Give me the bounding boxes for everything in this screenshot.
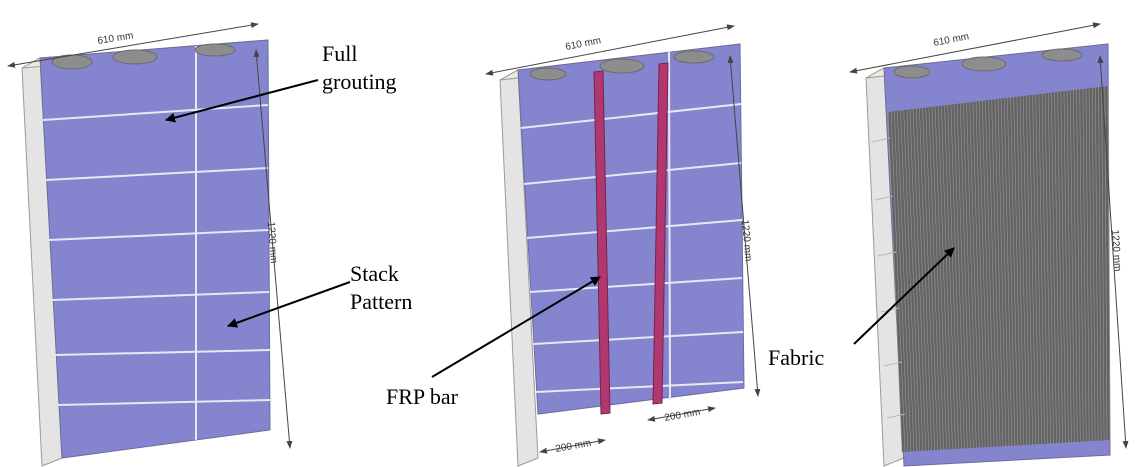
fabric-fiber xyxy=(985,100,995,447)
panel-fabric: 610 mm 1220 mm Fabric xyxy=(768,22,1129,467)
fabric-fiber xyxy=(944,105,956,449)
panel-full-grouting: 610 mm 1220 mm Full grouting Stack Patte… xyxy=(7,22,412,467)
fabric-fiber xyxy=(1019,96,1028,445)
fabric-fiber xyxy=(887,111,903,453)
fabric-fiber xyxy=(963,103,974,448)
fabric-fiber xyxy=(991,99,1001,447)
fabric-fiber xyxy=(988,100,998,447)
fabric-fiber xyxy=(1051,92,1057,444)
fabric-fiber xyxy=(1063,91,1069,443)
fabric-fiber xyxy=(1079,89,1084,442)
fabric-fiber xyxy=(1048,93,1054,444)
fabric-fiber xyxy=(978,101,989,448)
fabric-fiber xyxy=(922,107,935,451)
fabric-fiber xyxy=(1066,90,1072,443)
fabric-fiber xyxy=(1038,94,1045,444)
stack-pattern-arrow xyxy=(227,281,351,328)
panel-frp-bar: 610 mm 1220 mm 200 mm 200 mm FRP bar xyxy=(386,24,761,467)
fabric-fiber xyxy=(931,106,944,450)
fabric-fiber xyxy=(969,102,980,448)
fabric-fiber xyxy=(1035,94,1042,444)
fabric-fiber xyxy=(1029,95,1036,445)
panel2-mortar-joints xyxy=(520,103,744,393)
fabric-fiber xyxy=(941,105,953,450)
fabric-fiber xyxy=(1041,93,1048,444)
fabric-fiber xyxy=(1044,93,1051,444)
stack-pattern-label: Stack Pattern xyxy=(350,261,412,314)
fabric-fiber xyxy=(950,104,962,449)
fabric-fiber xyxy=(966,102,977,448)
fabric-fiber xyxy=(997,98,1007,447)
fabric-fiber xyxy=(1000,98,1010,446)
fabric-fiber xyxy=(1054,92,1060,443)
fabric-fiber xyxy=(938,106,950,450)
panel3-width-dim-label: 610 mm xyxy=(932,31,970,49)
fabric-fiber xyxy=(1082,88,1087,442)
full-grouting-arrow xyxy=(165,79,319,123)
bottom-dim-left-label: 200 mm xyxy=(555,438,592,455)
fabric-fiber xyxy=(1004,98,1013,446)
fabric-fiber xyxy=(1076,89,1081,442)
panel2-bottom-dimensions: 200 mm 200 mm xyxy=(539,406,716,455)
fabric-fiber xyxy=(934,106,947,450)
fabric-fiber xyxy=(947,104,959,449)
full-grouting-label: Full grouting xyxy=(322,41,397,94)
fabric-fiber xyxy=(953,104,965,449)
fabric-fiber xyxy=(960,103,971,449)
fabric-fiber xyxy=(972,101,983,448)
bottom-dim-right-label: 200 mm xyxy=(664,407,701,424)
fabric-fiber xyxy=(1092,87,1096,441)
fabric-fiber xyxy=(1016,96,1025,446)
panel1-height-dim-label: 1220 mm xyxy=(265,221,279,263)
panel1-height-dimension: 1220 mm xyxy=(253,49,293,449)
frp-bar-arrow xyxy=(431,276,601,378)
fabric-fiber xyxy=(903,110,918,452)
panel2-height-dimension: 1220 mm xyxy=(727,55,761,397)
fabric-fiber xyxy=(1013,97,1022,446)
fabric-fiber xyxy=(1010,97,1019,446)
panel2-width-dim-label: 610 mm xyxy=(564,35,602,53)
fabric-fiber xyxy=(994,99,1004,447)
fabric-fiber xyxy=(894,111,909,452)
fabric-fiber xyxy=(1057,91,1063,443)
panel1-width-dim-label: 610 mm xyxy=(97,30,134,47)
fabric-fiber xyxy=(890,111,906,452)
fabric-fiber xyxy=(1026,95,1033,445)
panel3-side-ridges xyxy=(871,137,906,419)
fabric-fiber xyxy=(982,100,992,447)
fabric-fiber xyxy=(975,101,986,448)
panel2-head-joint xyxy=(668,51,671,401)
fabric-arrow xyxy=(853,247,955,345)
panel1-mortar-joints xyxy=(42,104,271,406)
panel3-height-dim-label: 1220 mm xyxy=(1109,229,1123,271)
fabric-fiber xyxy=(906,109,921,452)
frp-bar-label: FRP bar xyxy=(386,384,459,409)
fabric-fiber xyxy=(900,110,915,452)
fabric-fiber xyxy=(897,110,912,452)
fabric-fiber xyxy=(919,108,932,451)
fabric-fiber xyxy=(928,107,941,450)
fabric-fiber xyxy=(956,103,968,449)
fabric-fiber xyxy=(1060,91,1066,443)
fabric-fiber xyxy=(925,107,938,450)
fabric-fiber xyxy=(1088,88,1093,442)
fabric-fiber xyxy=(1022,95,1031,445)
fabric-fiber xyxy=(1032,94,1039,445)
fabric-label: Fabric xyxy=(768,345,824,370)
fabric-fiber xyxy=(909,109,924,451)
panel3-height-dimension: 1220 mm xyxy=(1097,55,1129,449)
panel2-height-dim-label: 1220 mm xyxy=(739,219,754,261)
fabric-fiber xyxy=(1007,97,1016,446)
fabric-fiber xyxy=(1070,90,1075,443)
fabric-fiber xyxy=(1085,88,1090,442)
fabric-fiber xyxy=(1073,90,1078,442)
